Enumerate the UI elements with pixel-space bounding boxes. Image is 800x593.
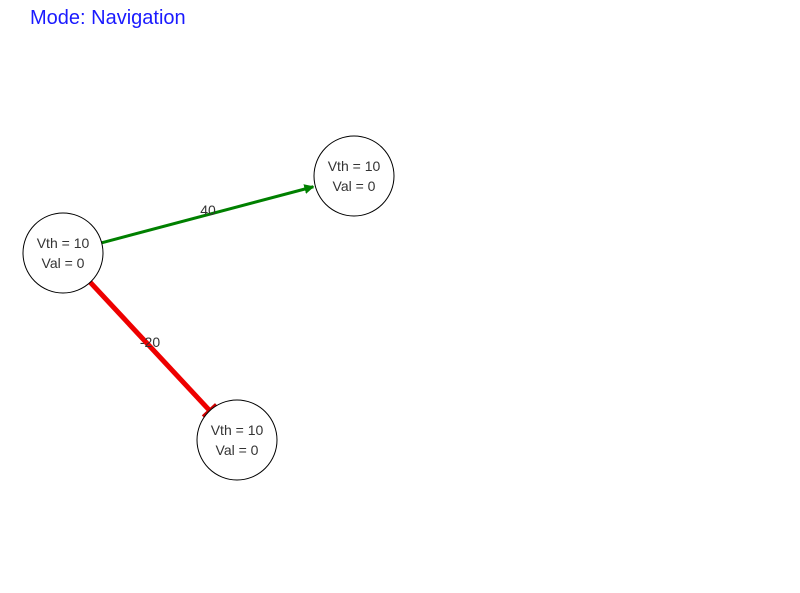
node-value-label: Val = 0 [216, 442, 259, 458]
node-threshold-label: Vth = 10 [211, 422, 264, 438]
node-threshold-label: Vth = 10 [328, 158, 381, 174]
edges-layer: 40 -20 [88, 184, 315, 419]
neuron-circle[interactable] [313, 135, 395, 217]
edge-excitatory[interactable]: 40 [101, 184, 315, 245]
excitatory-edge-line[interactable] [101, 184, 315, 245]
neuron-circle[interactable] [22, 212, 104, 294]
edge-inhibitory[interactable]: -20 [88, 280, 218, 419]
inhibitory-edge-line[interactable] [88, 280, 212, 413]
node-value-label: Val = 0 [42, 255, 85, 271]
neuron-node[interactable]: Vth = 10 Val = 0 [22, 212, 104, 294]
neuron-node[interactable]: Vth = 10 Val = 0 [313, 135, 395, 217]
edge-weight-label: -20 [140, 334, 160, 350]
nodes-layer: Vth = 10 Val = 0 Vth = 10 Val = 0 Vth = 10 Va… [22, 135, 395, 481]
neuron-circle[interactable] [196, 399, 278, 481]
node-value-label: Val = 0 [333, 178, 376, 194]
node-threshold-label: Vth = 10 [37, 235, 90, 251]
neuron-node[interactable]: Vth = 10 Val = 0 [196, 399, 278, 481]
edge-weight-label: 40 [200, 202, 216, 218]
mode-label: Mode: Navigation [30, 7, 186, 29]
